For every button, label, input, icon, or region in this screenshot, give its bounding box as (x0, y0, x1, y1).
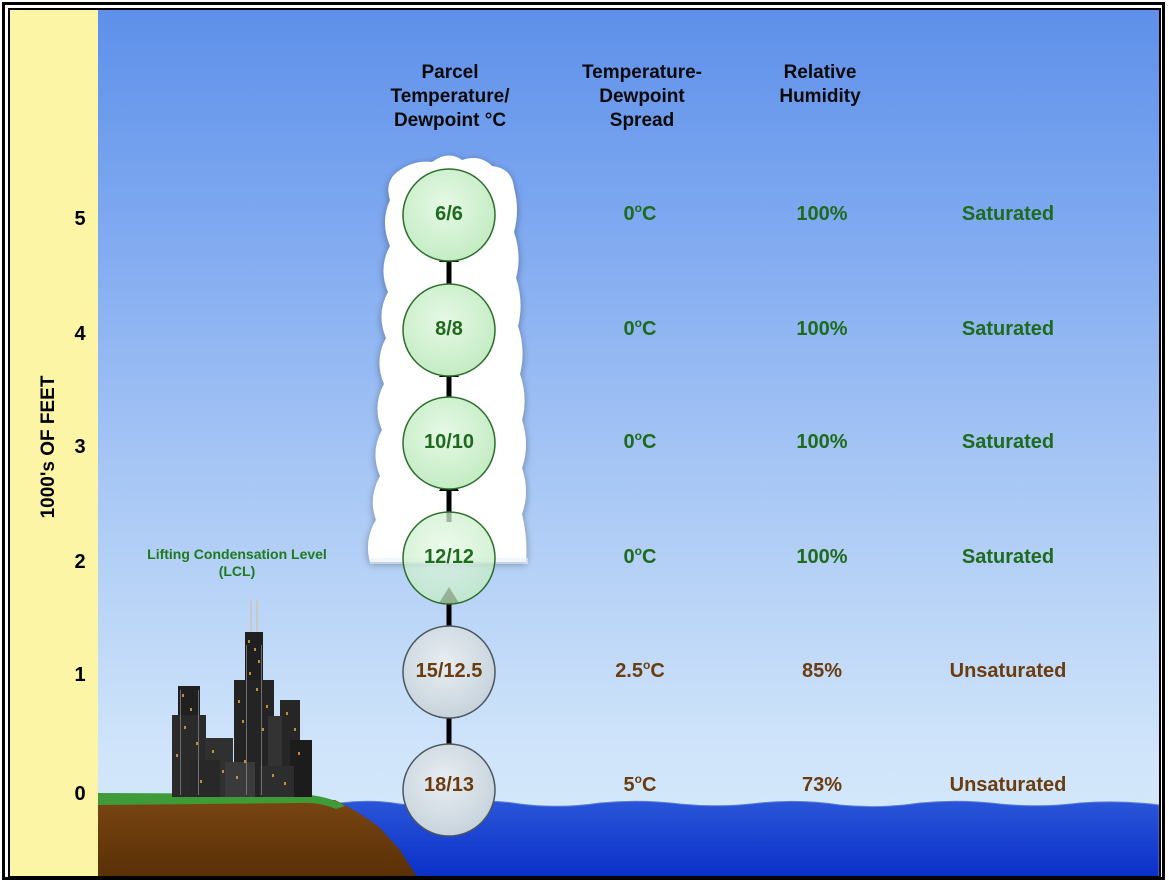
saturation-state-1: Unsaturated (949, 660, 1067, 682)
humidity-header-line-1: Relative (783, 62, 857, 83)
spread-unit: C (642, 546, 657, 568)
spread-header: Temperature- Dewpoint Spread (547, 61, 737, 133)
humidity-header-line-2: Humidity (779, 86, 861, 107)
altitude-tick-1: 1 (74, 664, 86, 686)
altitude-tick-3: 3 (74, 436, 86, 458)
parcel-header: Parcel Temperature/ Dewpoint °C (360, 61, 540, 133)
spread-value-0: 5oC (560, 772, 720, 797)
relative-humidity-4: 100% (796, 318, 848, 340)
degree-symbol: o (634, 544, 642, 558)
parcel-temp-dewpoint-3: 10/10 (423, 431, 475, 453)
altitude-axis-strip (10, 10, 99, 878)
saturation-state-2: Saturated (961, 546, 1055, 568)
relative-humidity-5: 100% (796, 203, 848, 225)
relative-humidity-3: 100% (796, 431, 848, 453)
spread-header-line-1: Temperature- (581, 62, 702, 83)
spread-header-line-3: Spread (609, 110, 675, 131)
degree-symbol: o (643, 658, 651, 672)
spread-number: 5 (623, 774, 635, 796)
parcel-temp-dewpoint-5: 6/6 (435, 203, 463, 225)
saturation-state-5: Saturated (961, 203, 1055, 225)
spread-value-1: 2.5oC (560, 658, 720, 683)
parcel-header-line-1: Parcel (421, 62, 479, 83)
inner-frame (8, 8, 1161, 878)
spread-unit: C (642, 203, 657, 225)
relative-humidity-1: 85% (801, 660, 843, 682)
spread-unit: C (650, 660, 665, 682)
parcel-temp-dewpoint-1: 15/12.5 (415, 660, 483, 682)
parcel-header-line-2: Temperature/ (390, 86, 510, 107)
saturation-state-0: Unsaturated (949, 774, 1067, 796)
parcel-temp-dewpoint-0: 18/13 (423, 774, 475, 796)
humidity-header: Relative Humidity (745, 61, 895, 109)
altitude-tick-2: 2 (74, 551, 86, 573)
altitude-tick-5: 5 (74, 208, 86, 230)
spread-unit: C (642, 774, 657, 796)
saturation-state-3: Saturated (961, 431, 1055, 453)
parcel-circles (402, 168, 496, 837)
air-parcel-5 (402, 168, 496, 262)
lcl-label-line-1: Lifting Condensation Level (147, 546, 327, 562)
spread-number: 0 (623, 546, 635, 568)
ground-cliff (98, 797, 418, 878)
spread-value-5: 0oC (560, 201, 720, 226)
altitude-tick-4: 4 (74, 323, 86, 345)
spread-number: 0 (623, 431, 635, 453)
lcl-label-line-2: (LCL) (218, 563, 256, 579)
spread-value-4: 0oC (560, 316, 720, 341)
spread-number: 0 (623, 318, 635, 340)
air-parcel-3 (402, 396, 496, 490)
spread-number: 2.5 (615, 660, 643, 682)
air-parcel-1 (402, 625, 496, 719)
spread-number: 0 (623, 203, 635, 225)
air-parcel-4 (402, 283, 496, 377)
degree-symbol: o (634, 201, 642, 215)
spread-header-line-2: Dewpoint (599, 86, 685, 107)
parcel-header-line-3: Dewpoint °C (393, 110, 507, 131)
parcel-temp-dewpoint-4: 8/8 (435, 318, 463, 340)
saturation-state-4: Saturated (961, 318, 1055, 340)
altitude-tick-0: 0 (74, 783, 86, 805)
air-parcel-0 (402, 743, 496, 837)
spread-value-2: 0oC (560, 544, 720, 569)
degree-symbol: o (634, 429, 642, 443)
degree-symbol: o (634, 772, 642, 786)
city-skyline (172, 600, 312, 797)
spread-value-3: 0oC (560, 429, 720, 454)
spread-unit: C (642, 431, 657, 453)
air-parcel-2 (402, 511, 496, 605)
lcl-label: Lifting Condensation Level (LCL) (112, 546, 362, 580)
parcel-temp-dewpoint-2: 12/12 (423, 546, 475, 568)
degree-symbol: o (634, 316, 642, 330)
spread-unit: C (642, 318, 657, 340)
relative-humidity-0: 73% (801, 774, 843, 796)
relative-humidity-2: 100% (796, 546, 848, 568)
